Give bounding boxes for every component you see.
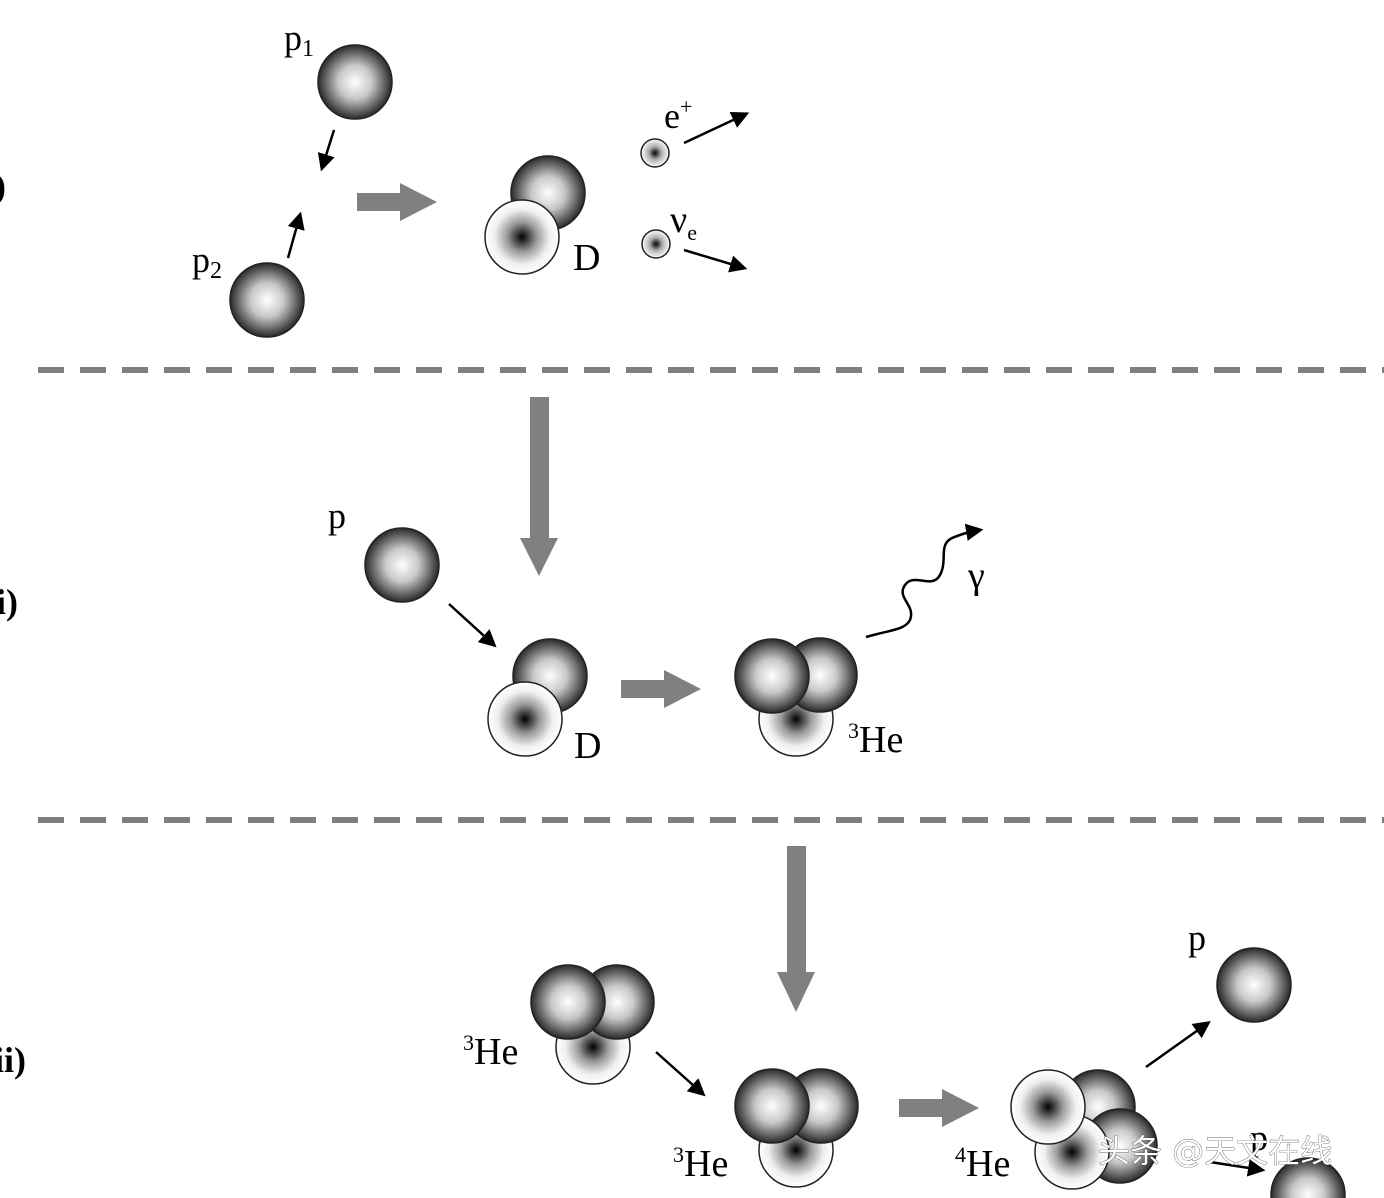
outgoing-proton-1	[1216, 947, 1292, 1023]
he3a-label: 3He	[463, 1030, 518, 1073]
down-arrow-2	[777, 846, 815, 1012]
deuteron-neutron	[484, 199, 560, 275]
outgoing-proton-2-label: p	[1250, 1118, 1268, 1158]
outgoing-proton-1-arrow	[1145, 1020, 1211, 1069]
he3a-proton-a	[530, 964, 606, 1040]
proton-2	[229, 262, 305, 338]
proton-1-label: p1	[284, 18, 314, 62]
positron	[640, 138, 670, 168]
stage-label-3: ii)	[0, 1040, 26, 1080]
proton-1	[317, 44, 393, 120]
incoming-proton	[364, 527, 440, 603]
he4-neutron-a	[1010, 1069, 1086, 1145]
proton-2-label: p2	[192, 240, 222, 284]
neutrino-arrow	[683, 248, 748, 273]
incoming-proton-label: p	[328, 496, 346, 536]
he3b-label: 3He	[673, 1142, 728, 1185]
proton-2-arrow	[286, 211, 305, 259]
he3-label: 3He	[848, 718, 903, 761]
positron-arrow	[683, 112, 750, 145]
outgoing-proton-2	[1270, 1157, 1346, 1198]
reaction-arrow-1	[357, 183, 437, 221]
he3a-arrow	[655, 1051, 706, 1097]
neutrino-label: νe	[670, 199, 697, 245]
stage-label-1: )	[0, 166, 6, 206]
stage-label-2: i)	[0, 582, 18, 622]
he3-proton-a	[734, 638, 810, 714]
step1-group: p1 p2 D e+ νe	[192, 18, 750, 338]
positron-label: e+	[664, 94, 692, 136]
proton-1-arrow	[317, 129, 336, 172]
reaction-arrow-3	[899, 1089, 979, 1127]
deuteron2-neutron	[487, 681, 563, 757]
he3b-proton-a	[734, 1068, 810, 1144]
gamma-label: γ	[967, 555, 985, 597]
he4-label: 4He	[955, 1142, 1010, 1185]
deuteron2-label: D	[574, 725, 601, 767]
neutrino	[641, 229, 671, 259]
step3-group: 3He 3He 4He p p	[463, 918, 1346, 1198]
incoming-proton-arrow	[448, 603, 497, 648]
watermark: 头条 @天文在线	[1098, 1132, 1332, 1170]
reaction-arrow-2	[621, 670, 701, 708]
gamma-wave	[865, 523, 984, 639]
outgoing-proton-2-arrow	[1209, 1159, 1266, 1177]
down-arrow-1	[520, 397, 558, 576]
outgoing-proton-1-label: p	[1188, 918, 1206, 958]
step2-group: p D 3He γ	[328, 496, 985, 767]
deuteron-label: D	[573, 237, 600, 279]
